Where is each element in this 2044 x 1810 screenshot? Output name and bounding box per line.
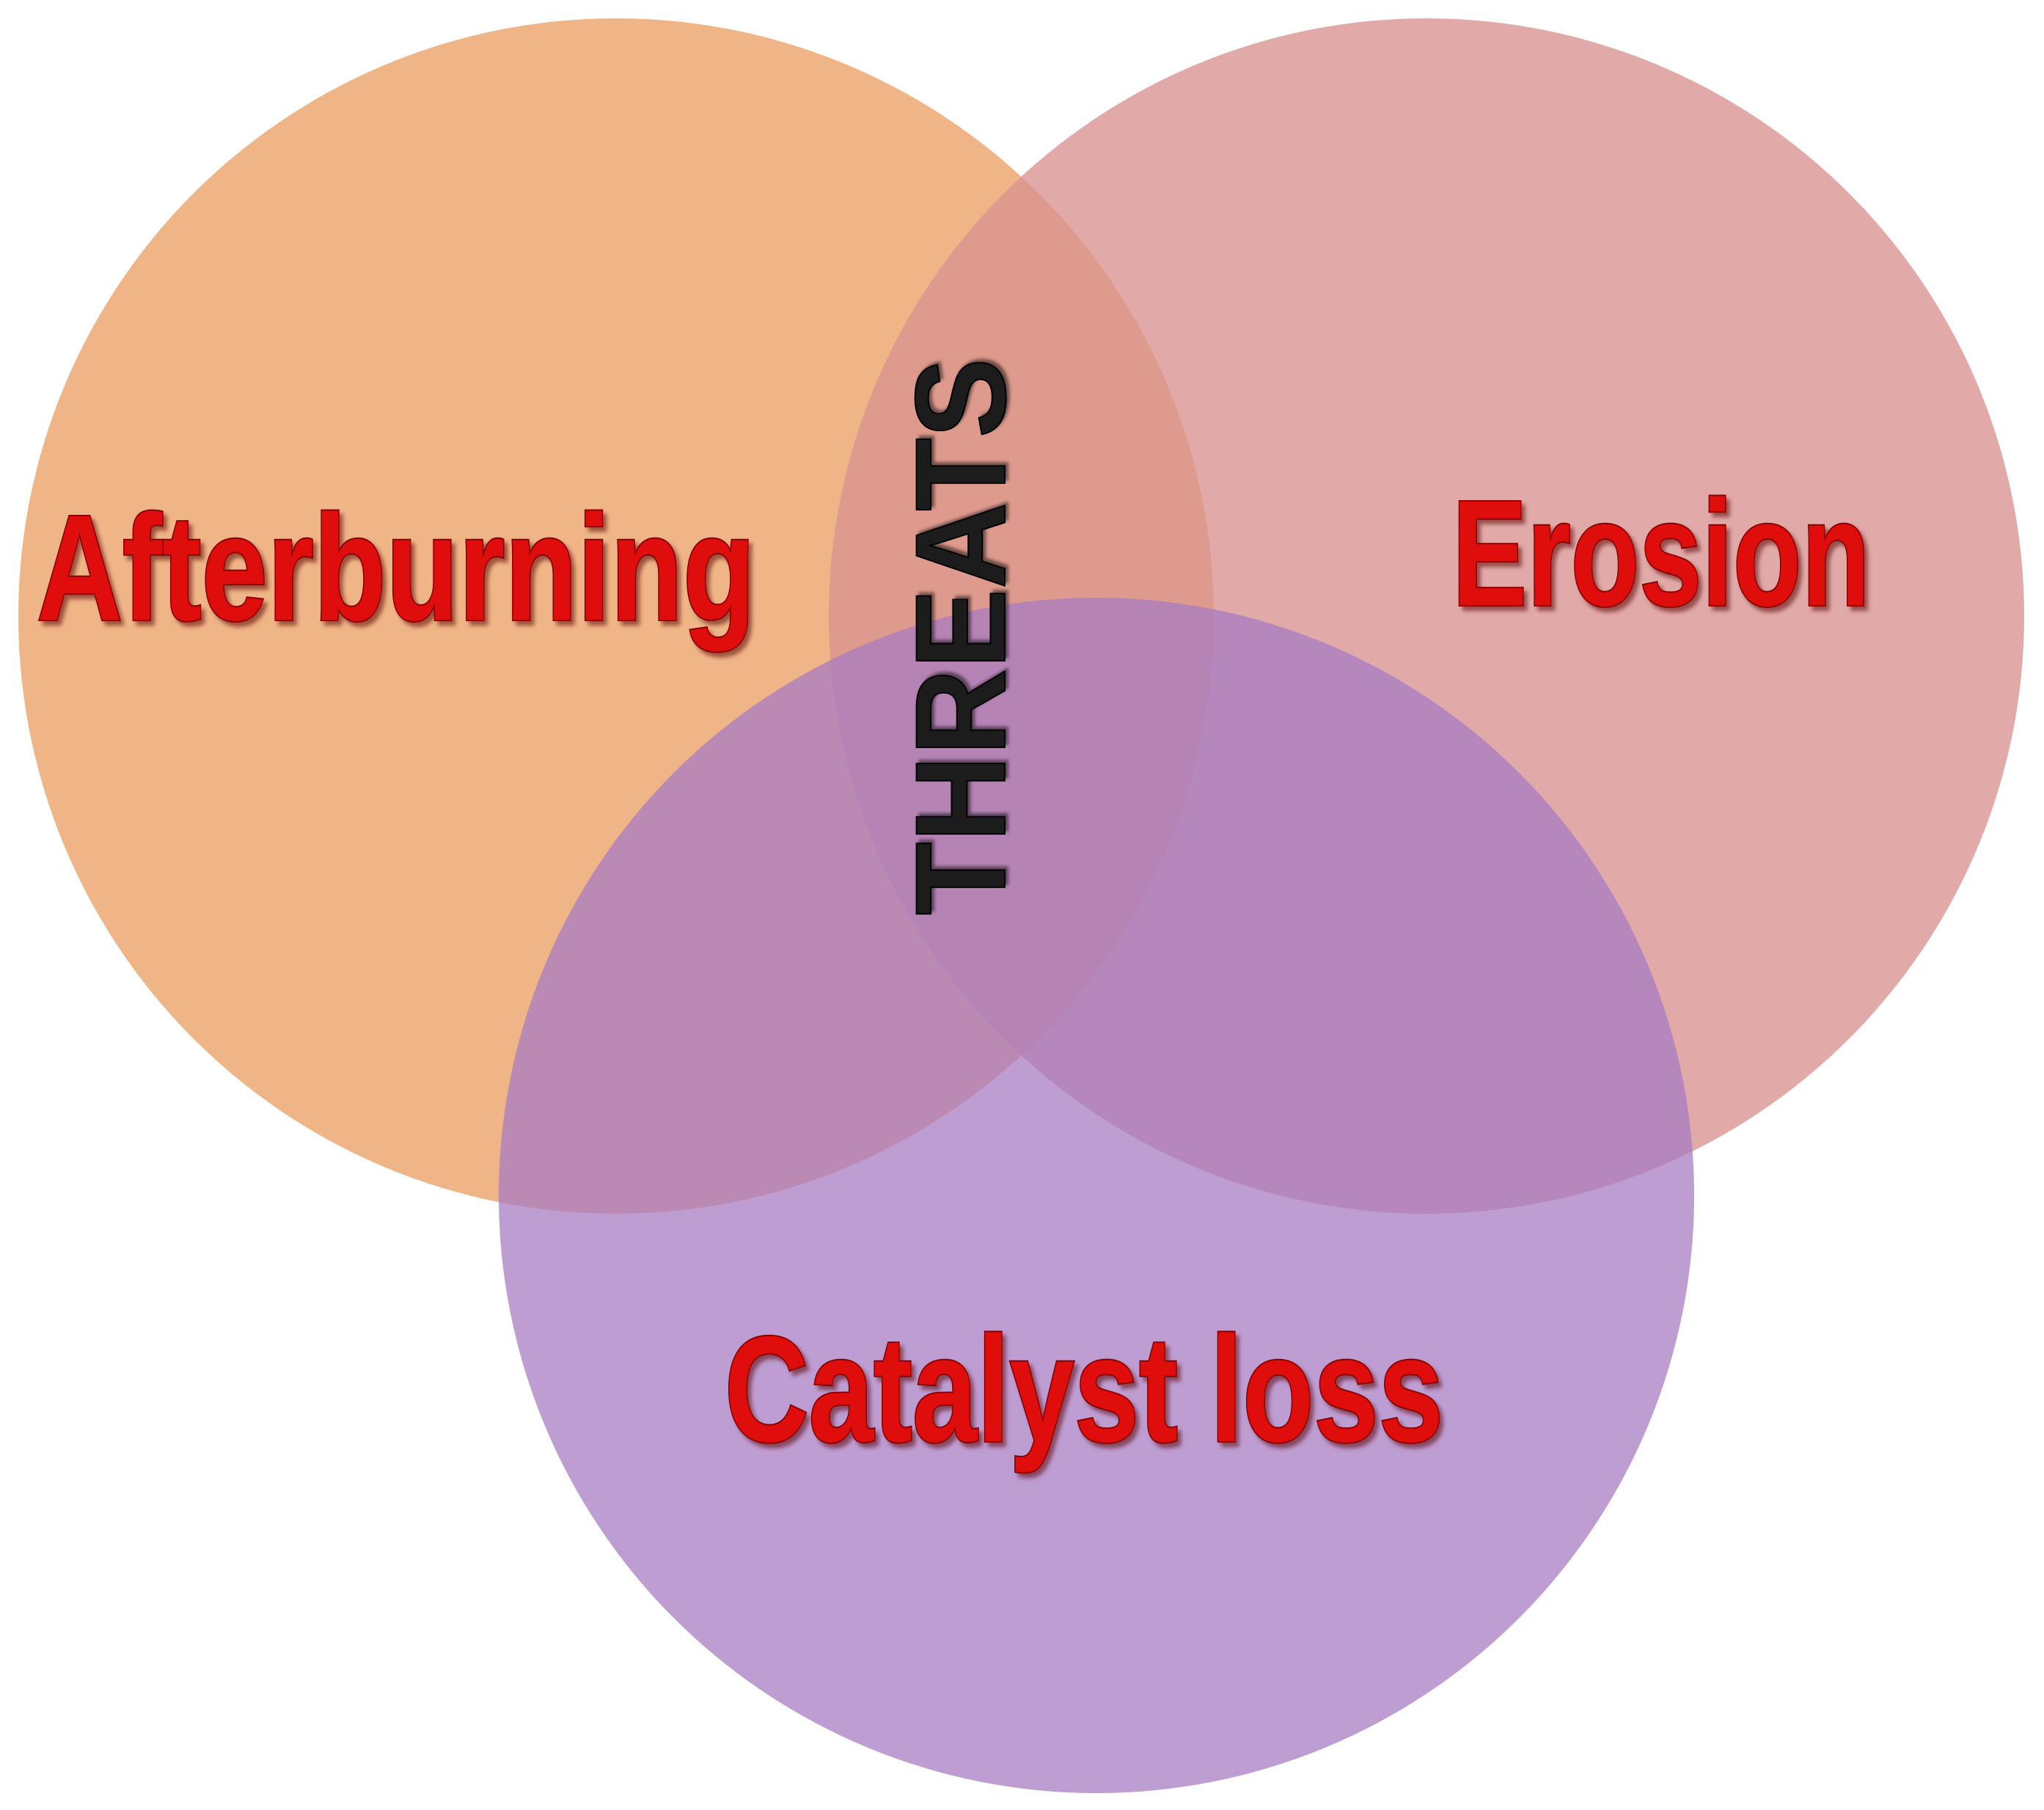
label-afterburning: Afterburning xyxy=(37,484,755,652)
label-center-threats: THREATS xyxy=(890,358,1033,915)
label-catalyst-loss: Catalyst loss xyxy=(725,1305,1443,1473)
label-erosion: Erosion xyxy=(1452,469,1870,637)
circle-catalyst-loss xyxy=(499,598,1694,1793)
